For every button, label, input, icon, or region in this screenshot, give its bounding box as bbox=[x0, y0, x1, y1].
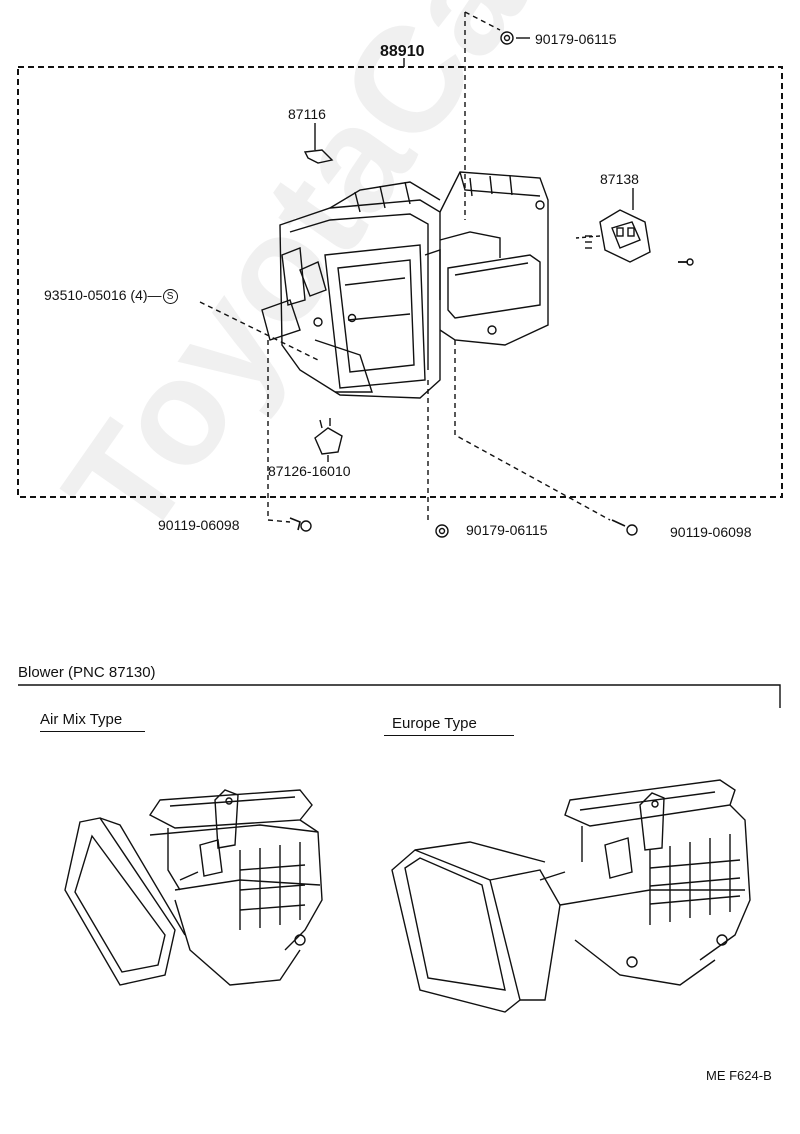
part-label-90179-top: 90179-06115 bbox=[535, 31, 617, 47]
air-mix-type-label: Air Mix Type bbox=[40, 711, 145, 732]
part-label-90119-right: 90119-06098 bbox=[670, 524, 752, 540]
part-label-87138: 87138 bbox=[600, 171, 639, 187]
connector-87126 bbox=[314, 427, 343, 455]
standard-part-mark: S bbox=[162, 288, 178, 304]
blower-section-bracket bbox=[18, 684, 781, 708]
blower-europe-illustration bbox=[391, 779, 751, 1013]
heater-unit-illustration bbox=[261, 171, 549, 399]
clip-87116 bbox=[303, 149, 334, 164]
part-label-93510: 93510-05016 (4)—S bbox=[44, 287, 178, 304]
blower-air-mix-illustration bbox=[64, 789, 323, 986]
blower-section-title: Blower (PNC 87130) bbox=[18, 664, 156, 681]
part-label-90179-bottom: 90179-06115 bbox=[466, 522, 548, 538]
figure-code: ME F624-B bbox=[706, 1068, 772, 1083]
part-label-87116: 87116 bbox=[288, 106, 326, 122]
assembly-number: 88910 bbox=[380, 43, 425, 60]
europe-type-label: Europe Type bbox=[384, 715, 514, 736]
part-label-87126: 87126-16010 bbox=[268, 463, 351, 479]
assembly-boundary bbox=[17, 66, 783, 498]
resistor-87138 bbox=[585, 209, 651, 263]
part-label-90119-left: 90119-06098 bbox=[158, 517, 240, 533]
